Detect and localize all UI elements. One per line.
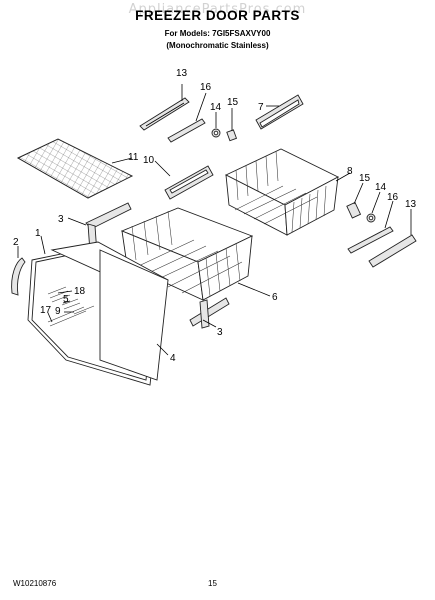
callout-7: 7: [258, 102, 264, 113]
callout-18: 18: [74, 286, 86, 297]
callout-8: 8: [347, 166, 353, 177]
page-title: FREEZER DOOR PARTS: [135, 8, 300, 23]
callout-16-top: 16: [200, 82, 212, 93]
callout-9: 9: [55, 306, 61, 317]
part-15-clip-upper: [226, 108, 238, 142]
callout-6: 6: [272, 292, 278, 303]
part-14-roller-lower: [366, 191, 381, 223]
callout-17: 17: [40, 305, 52, 316]
part-7-slide-assembly: [255, 94, 304, 130]
part-10-side-bracket: [154, 160, 214, 200]
part-4-door-gasket: [99, 249, 169, 381]
part-16-bracket-lower: [347, 200, 394, 254]
part-13-slide-rail-upper: [139, 84, 190, 131]
callout-16-right: 16: [387, 192, 399, 203]
callout-15-top: 15: [227, 97, 239, 108]
part-15-clip-lower: [346, 182, 364, 219]
callout-3-left: 3: [58, 214, 64, 225]
models-line: For Models: 7GI5FSAXVY00: [164, 29, 271, 38]
callout-13-top: 13: [176, 68, 188, 79]
part-11-shelf-grid: [16, 138, 134, 199]
document-number: W10210876: [13, 579, 57, 588]
part-18-screw: [47, 286, 73, 303]
callout-15-right: 15: [359, 173, 371, 184]
part-14-roller-upper: [211, 112, 221, 138]
callout-3-right: 3: [217, 327, 223, 338]
part-13-slide-rail-lower: [368, 209, 417, 268]
callout-5: 5: [63, 294, 69, 305]
page-number: 15: [208, 579, 217, 588]
callout-14-right: 14: [375, 182, 387, 193]
callout-2: 2: [13, 237, 19, 248]
subtitle: (Monochromatic Stainless): [166, 41, 269, 50]
part-5-spacer: [61, 298, 81, 310]
callout-10: 10: [143, 155, 155, 166]
callout-1: 1: [35, 228, 41, 239]
watermark: AppliancePartsPros.com: [128, 2, 307, 17]
callout-11: 11: [128, 152, 139, 163]
callout-14-top: 14: [210, 102, 222, 113]
callout-4: 4: [170, 353, 176, 364]
part-6-main-basket: [120, 207, 271, 301]
part-17-cap: [47, 306, 87, 327]
part-8-upper-basket: [224, 148, 351, 236]
part-16-bracket-upper: [167, 92, 207, 143]
part-3-basket-support-right: [189, 297, 230, 329]
callout-13-right: 13: [405, 199, 417, 210]
part-2-door-handle: [11, 246, 26, 296]
